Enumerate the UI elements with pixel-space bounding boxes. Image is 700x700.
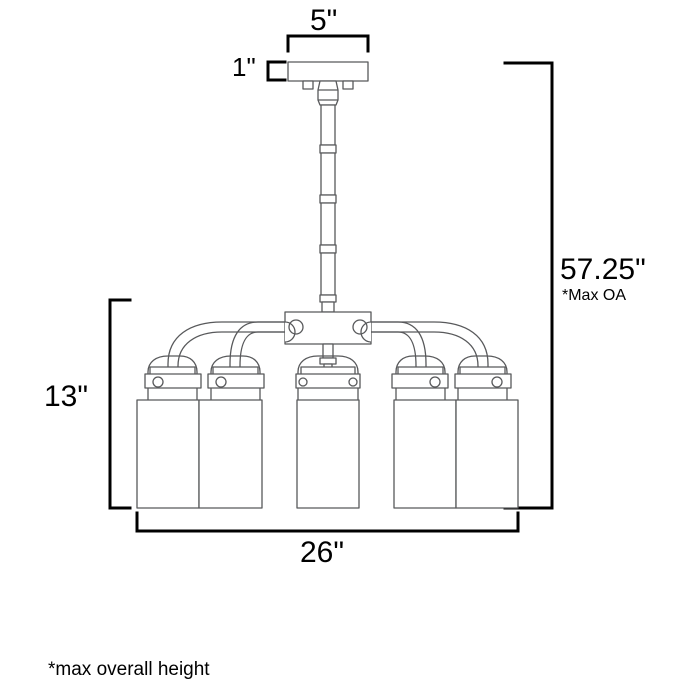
dimension-note-max-oa: *Max OA <box>562 287 627 304</box>
fixture-geometry <box>136 61 519 509</box>
dimension-bracket-canopy-height <box>266 60 287 82</box>
shade-3 <box>295 355 361 509</box>
dimension-bracket-fixture-height <box>108 298 132 510</box>
dimension-label-fixture-width: 26" <box>300 536 345 569</box>
arm-left-inner <box>229 321 285 378</box>
dimension-bracket-canopy-width <box>286 34 370 53</box>
dimension-label-canopy-height: 1" <box>232 52 256 82</box>
stem-rods <box>319 104 337 313</box>
center-hub <box>284 311 372 345</box>
shade-4 <box>391 355 457 509</box>
dimension-label-fixture-height: 13" <box>44 380 89 413</box>
stem-coupler-upper <box>317 80 339 106</box>
arm-right-outer <box>371 321 489 378</box>
dimension-bracket-fixture-width <box>135 511 520 533</box>
footnote-text: *max overall height <box>48 659 210 680</box>
canopy-plate <box>287 61 369 90</box>
dimension-label-canopy-width: 5" <box>310 4 338 37</box>
dimension-label-overall-height: 57.25" <box>560 253 646 286</box>
shade-2 <box>198 355 265 509</box>
arm-left-outer <box>167 321 285 378</box>
shade-5 <box>454 355 519 509</box>
shade-1 <box>136 355 202 509</box>
